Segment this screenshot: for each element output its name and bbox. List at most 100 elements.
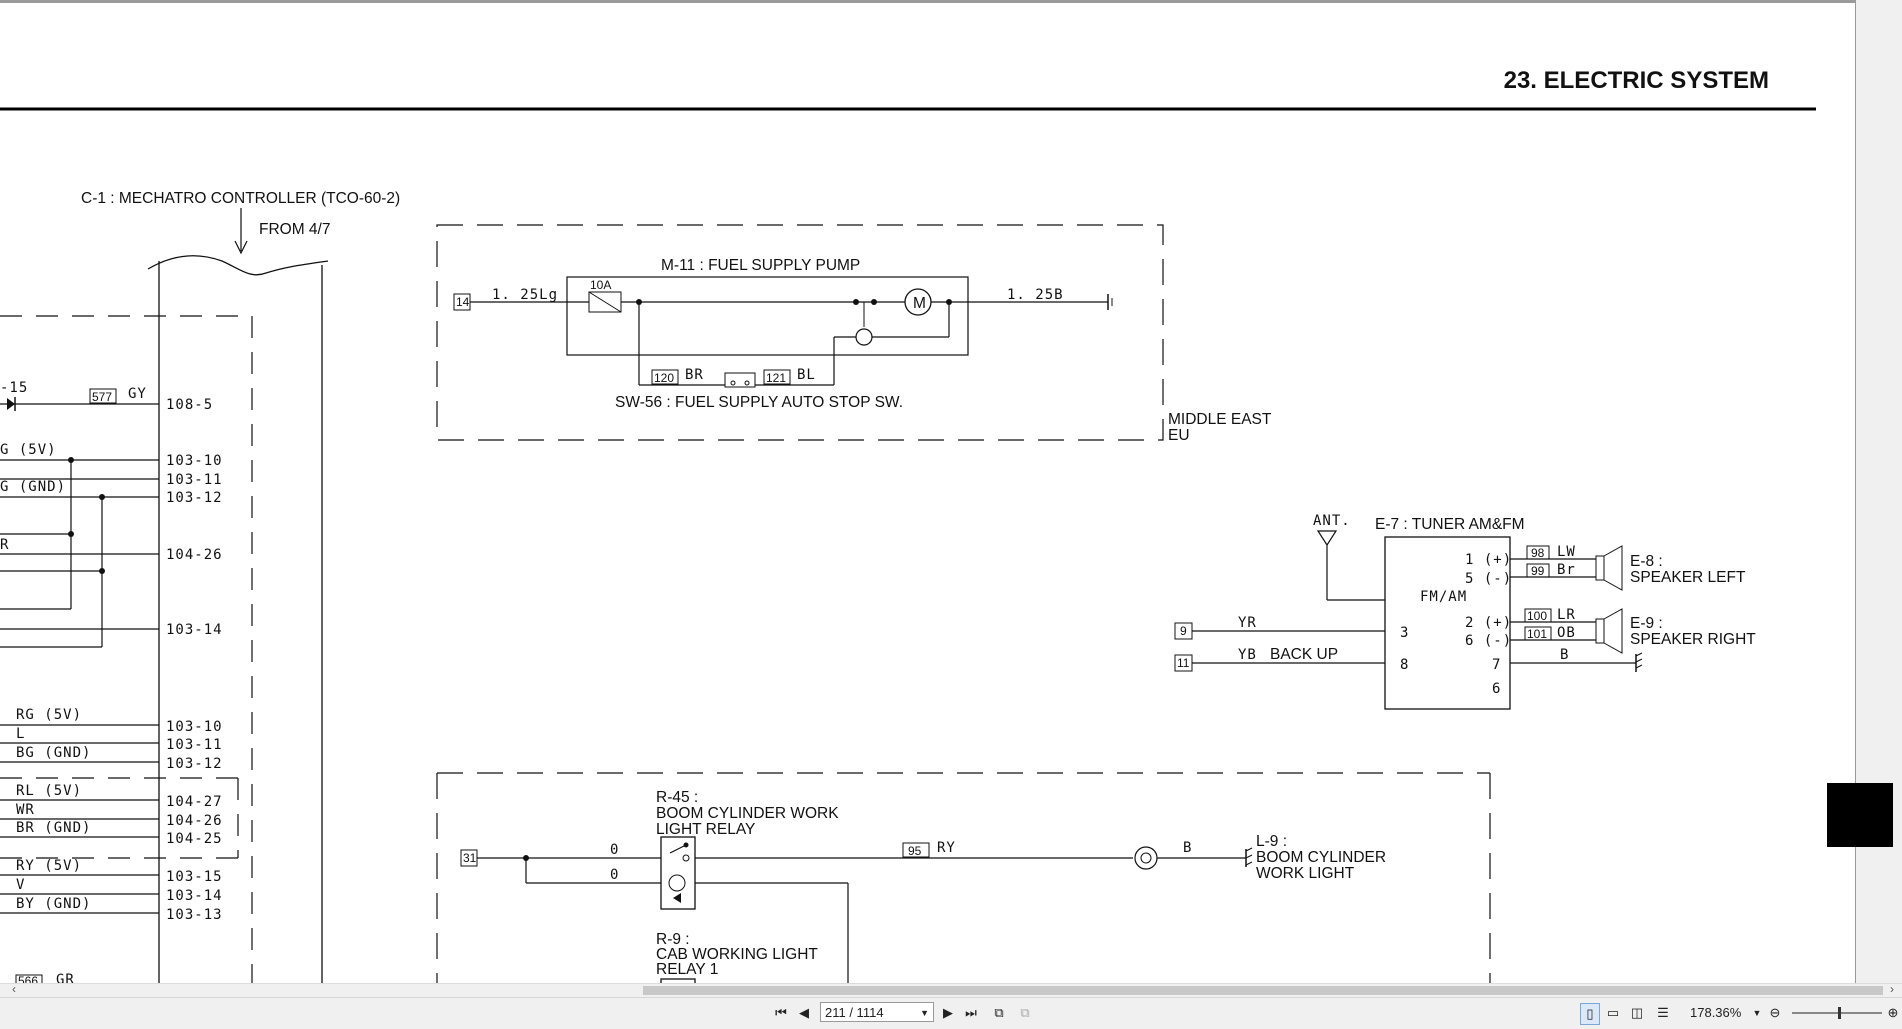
svg-text:2 (+): 2 (+) [1465, 615, 1512, 631]
zoom-dropdown-icon[interactable]: ▼ [1752, 1008, 1762, 1018]
svg-text:103-13: 103-13 [166, 907, 223, 923]
lamp-l9-line1: BOOM CYLINDER [1256, 849, 1386, 866]
last-page-icon[interactable]: ⏭ [965, 1005, 977, 1020]
svg-text:OB: OB [1557, 625, 1576, 641]
svg-text:103-11: 103-11 [166, 737, 223, 753]
terminal-108-5: 108-5 [166, 397, 213, 413]
svg-text:RG (5V): RG (5V) [16, 707, 82, 723]
speaker-right-id: E-9 : [1630, 615, 1663, 632]
page-number-input[interactable]: 211 / 1114 ▼ [820, 1002, 934, 1022]
wire-box-14: 14 [456, 295, 470, 309]
fit-icon[interactable]: ☰ [1657, 1005, 1669, 1020]
svg-text:104-26: 104-26 [166, 813, 223, 829]
rotate-icon[interactable]: ⧉ [994, 1005, 1004, 1020]
svg-text:5 (-): 5 (-) [1465, 571, 1512, 587]
speaker-left-icon [1595, 555, 1605, 581]
controller-from: FROM 4/7 [259, 221, 330, 238]
relay-r45-line1: BOOM CYLINDER WORK [656, 805, 839, 822]
svg-text:103-14: 103-14 [166, 888, 223, 904]
switch-icon [724, 372, 756, 388]
fuel-switch-title: SW-56 : FUEL SUPPLY AUTO STOP SW. [615, 394, 903, 411]
svg-text:G (5V): G (5V) [0, 442, 57, 458]
continuous-view-icon[interactable]: ▭ [1606, 1005, 1620, 1020]
wire-box-9: 9 [1180, 624, 1187, 638]
two-page-view-icon[interactable]: ◫ [1630, 1005, 1644, 1020]
horizontal-scroll-thumb[interactable] [643, 986, 1883, 995]
fuel-option-frame [436, 224, 1164, 441]
tuner-title: E-7 : TUNER AM&FM [1375, 516, 1525, 533]
lamp-l9-id: L-9 : [1256, 833, 1287, 850]
fuel-in-wire: 1. 25Lg [492, 287, 558, 303]
svg-text:V: V [16, 877, 25, 893]
svg-text:LR: LR [1557, 607, 1576, 623]
next-page-icon[interactable]: ▶ [943, 1005, 953, 1020]
arrow-down-icon [234, 240, 248, 255]
svg-text:100: 100 [1527, 609, 1547, 623]
wire-box-120: 120 [654, 371, 674, 385]
svg-text:8: 8 [1400, 657, 1409, 673]
svg-text:R: R [0, 537, 9, 553]
relay-r9-id: R-9 : [656, 931, 690, 948]
pdf-page: 23. ELECTRIC SYSTEM C-1 : MECHATRO CONTR… [0, 0, 1902, 983]
single-page-view-icon[interactable]: ▯ [1580, 1003, 1600, 1025]
svg-text:BG (GND): BG (GND) [16, 745, 91, 761]
backup-label: BACK UP [1270, 646, 1338, 663]
svg-text:RY: RY [937, 840, 956, 856]
svg-text:YB: YB [1238, 647, 1257, 663]
svg-text:104-26: 104-26 [166, 547, 223, 563]
chevron-down-icon[interactable]: ▼ [920, 1008, 929, 1018]
wire-label-gy: GY [128, 386, 147, 402]
svg-text:BR (GND): BR (GND) [16, 820, 91, 836]
antenna-label: ANT. [1313, 513, 1351, 529]
zoom-level[interactable]: 178.36% [1690, 1005, 1742, 1020]
zoom-in-icon[interactable]: ⊕ [1887, 1005, 1899, 1020]
svg-text:RL (5V): RL (5V) [16, 783, 82, 799]
svg-text:103-10: 103-10 [166, 719, 223, 735]
document-viewport[interactable]: 23. ELECTRIC SYSTEM C-1 : MECHATRO CONTR… [0, 0, 1902, 983]
zoom-slider[interactable] [1792, 1007, 1882, 1019]
wire-code: -15 [0, 380, 28, 396]
relay-r45-line2: LIGHT RELAY [656, 821, 755, 838]
speaker-left-label: SPEAKER LEFT [1630, 569, 1746, 586]
svg-text:LW: LW [1557, 544, 1576, 560]
prev-page-icon[interactable]: ◀ [799, 1005, 809, 1020]
svg-text:RY (5V): RY (5V) [16, 858, 82, 874]
zoom-out-icon[interactable]: ⊖ [1769, 1005, 1781, 1020]
diode-icon [7, 398, 15, 410]
wire-box-577: 577 [92, 390, 112, 404]
fuel-pump-title: M-11 : FUEL SUPPLY PUMP [661, 257, 860, 274]
wire-box-11: 11 [1177, 656, 1190, 670]
svg-text:0: 0 [610, 842, 619, 858]
relay-icon [660, 836, 696, 910]
svg-text:99: 99 [1531, 564, 1545, 578]
svg-text:98: 98 [1531, 546, 1545, 560]
wire-box-95: 95 [908, 844, 922, 858]
svg-text:Br: Br [1557, 562, 1576, 578]
svg-text:103-12: 103-12 [166, 490, 223, 506]
svg-text:3: 3 [1400, 625, 1409, 641]
speaker-left-id: E-8 : [1630, 553, 1663, 570]
first-page-icon[interactable]: ⏮ [775, 1005, 787, 1020]
relay-r45-id: R-45 : [656, 789, 698, 806]
horizontal-scrollbar[interactable]: ‹ › [0, 982, 1902, 997]
lamp-l9-line2: WORK LIGHT [1256, 865, 1355, 882]
relay-r9-line2: RELAY 1 [656, 961, 718, 978]
copy-icon[interactable]: ⧉ [1020, 1005, 1030, 1020]
scroll-left-icon[interactable]: ‹ [12, 982, 16, 996]
scroll-right-icon[interactable]: › [1890, 982, 1894, 996]
svg-text:103-14: 103-14 [166, 622, 223, 638]
relay-r9-line1: CAB WORKING LIGHT [656, 946, 818, 963]
fuel-out-wire: 1. 25B [1007, 287, 1064, 303]
svg-text:BY (GND): BY (GND) [16, 896, 91, 912]
motor-label: M [913, 295, 926, 312]
zoom-slider-knob[interactable] [1838, 1007, 1841, 1019]
svg-text:566: 566 [18, 974, 38, 983]
svg-text:BR: BR [685, 367, 704, 383]
vertical-scrollbar[interactable] [1893, 0, 1902, 983]
svg-text:101: 101 [1527, 627, 1547, 641]
connector-icon [1134, 846, 1158, 870]
viewer-toolbar: ⏮ ◀ 211 / 1114 ▼ ▶ ⏭ ⧉ ⧉ ▯ ▭ ◫ ☰ 178.36%… [0, 997, 1902, 1029]
wire-box-121: 121 [766, 371, 786, 385]
svg-text:0: 0 [610, 867, 619, 883]
svg-text:WR: WR [16, 802, 35, 818]
